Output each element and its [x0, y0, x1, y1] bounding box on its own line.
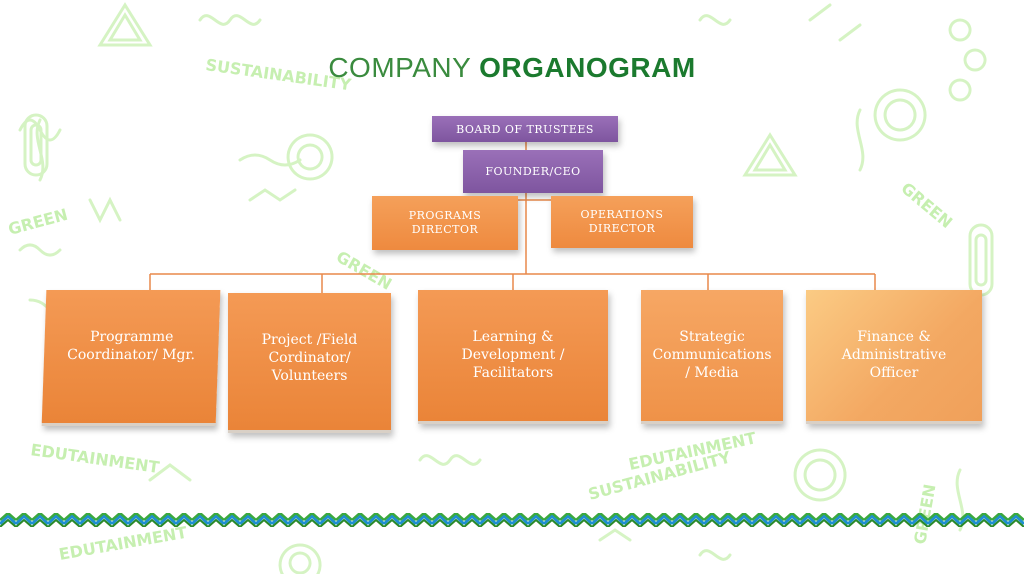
learning-development-box: Learning & Development / Facilitators — [418, 290, 608, 424]
title-light-part: COMPANY — [328, 52, 471, 83]
operations-director-label: OPERATIONS DIRECTOR — [580, 208, 664, 235]
page-title: COMPANY ORGANOGRAM — [0, 52, 1024, 84]
board-of-trustees-label: BOARD OF TRUSTEES — [456, 122, 594, 136]
project-field-coordinator-label: Project /Field Cordinator/ Volunteers — [261, 332, 358, 384]
strategic-communications-box: Strategic Communications / Media — [641, 290, 783, 424]
programme-coordinator-label: Programme Coordinator/ Mgr. — [66, 329, 196, 363]
finance-administrative-label: Finance & Administrative Officer — [841, 329, 947, 381]
board-of-trustees-box: BOARD OF TRUSTEES — [432, 116, 618, 142]
title-bold-part: ORGANOGRAM — [479, 52, 696, 83]
programme-coordinator-box: Programme Coordinator/ Mgr. — [41, 290, 221, 426]
founder-ceo-box: FOUNDER/CEO — [463, 150, 603, 193]
operations-director-box: OPERATIONS DIRECTOR — [551, 196, 693, 248]
finance-administrative-box: Finance & Administrative Officer — [806, 290, 982, 424]
strategic-communications-label: Strategic Communications / Media — [652, 329, 772, 381]
programs-director-label: PROGRAMS DIRECTOR — [408, 209, 482, 236]
founder-ceo-label: FOUNDER/CEO — [485, 165, 581, 178]
zigzag-border-stripe — [0, 513, 1024, 527]
learning-development-label: Learning & Development / Facilitators — [461, 329, 565, 381]
programs-director-box: PROGRAMS DIRECTOR — [372, 196, 518, 250]
project-field-coordinator-box: Project /Field Cordinator/ Volunteers — [228, 293, 391, 433]
